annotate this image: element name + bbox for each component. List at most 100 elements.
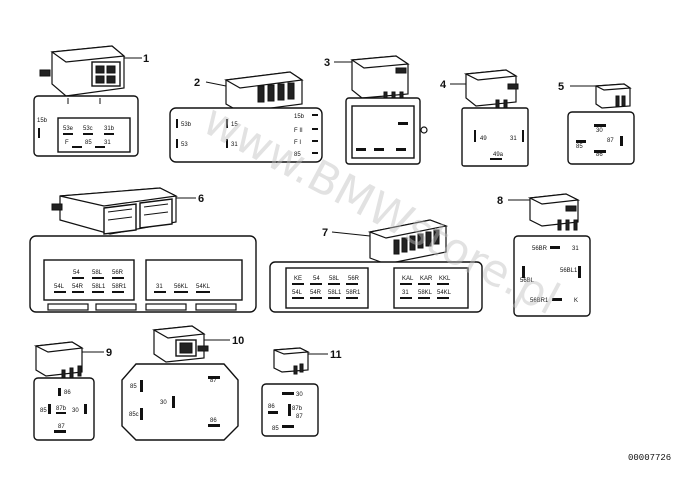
relay-8-body: [508, 193, 581, 231]
relay-7-pin-label: 58L1: [328, 290, 342, 296]
relay-5-pin-label: 30: [596, 128, 603, 134]
relay-9-socket: 86 85 87b 30 87: [33, 377, 95, 441]
relay-2-pin-label: 31: [231, 142, 238, 148]
relay-2-pin-label: F I: [294, 140, 301, 146]
relay-8-number: 8: [497, 195, 503, 207]
relay-10-pin-label: 86: [210, 418, 217, 424]
relay-4-socket: 49 31 49a: [461, 107, 529, 167]
relay-10-pin-label: 85c: [129, 412, 139, 418]
relay-1-number: 1: [143, 53, 149, 65]
relay-3-number: 3: [324, 57, 330, 69]
relay-7-pin-label: 54: [313, 276, 320, 282]
relay-6-socket: 54 58L 56R 54L 54R 58L1 58R1 31 56KL 54K…: [29, 235, 257, 313]
relay-2-pin-label: 53b: [181, 122, 192, 128]
relay-10-number: 10: [232, 335, 244, 347]
relay-1-pin-label: 31b: [104, 126, 115, 132]
relay-6: 6 54 58L 56R 54L 54R 58L1 58R1 31 56KL: [29, 187, 257, 313]
relay-7-pin-label: 56R: [348, 276, 360, 282]
relay-7-pin-label: 54KL: [437, 290, 452, 296]
relay-5-pin-label: 87: [607, 138, 614, 144]
relay-6-pin-label: 31: [156, 284, 163, 290]
relay-5-number: 5: [558, 81, 564, 93]
relay-9-pin-label: 87: [58, 424, 65, 430]
relay-5-pin-label: 86: [596, 152, 603, 158]
relay-8-pin-label: 56BL: [520, 278, 535, 284]
relay-8-pin-label: 56BR: [532, 246, 548, 252]
relay-8-pin-label: 31: [572, 246, 579, 252]
relay-7-socket: KE 54 58L 56R 54L 54R 58L1 58R1 KAL KAR …: [269, 261, 483, 313]
relay-7-pin-label: KAR: [420, 276, 433, 282]
relay-8-pin-label: 56BL1: [560, 268, 578, 274]
relay-9-pin-label: 87b: [56, 406, 67, 412]
relay-8: 8 56BR 31 56BL1 56BL 56BR1 K: [497, 193, 591, 317]
relay-4-pin-label: 49: [480, 136, 487, 142]
relay-1: 1 15b 53e 53c 31b F 85 31: [33, 45, 149, 157]
relay-5-body: [570, 83, 632, 109]
relay-6-body: [51, 187, 196, 235]
relay-7-body: [331, 219, 449, 265]
relay-2-pin-label: 53: [181, 142, 188, 148]
relay-2-pin-label: 15b: [294, 114, 305, 120]
relay-9-pin-label: 86: [64, 390, 71, 396]
relay-4-body: [450, 69, 519, 109]
relay-1-pin-label: 15b: [37, 118, 48, 124]
relay-6-pin-label: 58R1: [112, 284, 127, 290]
relay-4-pin-label: 31: [510, 136, 517, 142]
relay-6-pin-label: 54: [73, 270, 80, 276]
relay-9-number: 9: [106, 347, 112, 359]
relay-7-pin-label: 58R1: [346, 290, 361, 296]
relay-1-pin-label: 53e: [63, 126, 74, 132]
relay-4: 4 49 31 49a: [440, 69, 529, 167]
relay-6-pin-label: 54L: [54, 284, 65, 290]
relay-11-number: 11: [330, 349, 342, 361]
relay-7-pin-label: 58KL: [418, 290, 433, 296]
relay-6-pin-label: 56KL: [174, 284, 189, 290]
relay-7-pin-label: 58L: [329, 276, 340, 282]
relay-10-socket: 87 85 30 85c 86: [121, 363, 239, 441]
relay-8-pin-label: K: [574, 298, 578, 304]
relay-10-pin-label: 30: [160, 400, 167, 406]
relay-2-pin-label: 15: [231, 122, 238, 128]
relay-1-socket: 15b 53e 53c 31b F 85 31: [33, 95, 139, 157]
relay-9-body: [33, 341, 104, 381]
relay-10: 10 87 85 30 85c 86: [121, 325, 244, 441]
relay-8-socket: 56BR 31 56BL1 56BL 56BR1 K: [513, 235, 591, 317]
relay-4-number: 4: [440, 79, 447, 91]
relay-1-pin-label: 85: [85, 140, 92, 146]
document-id: 00007726: [628, 453, 671, 463]
relay-11-pin-label: 85: [272, 426, 279, 432]
relay-3-body: [334, 55, 410, 101]
relay-11-pin-label: 87: [296, 414, 303, 420]
relay-2-number: 2: [194, 77, 200, 89]
relay-9-pin-label: 85: [40, 408, 47, 414]
relay-11-pin-label: 30: [296, 392, 303, 398]
relay-2: 2 53b 15 15b F II 53 31 F I 85: [169, 71, 323, 163]
relay-7-number: 7: [322, 227, 328, 239]
relay-10-pin-label: 85: [130, 384, 137, 390]
relay-11-body: [273, 347, 328, 375]
relay-6-pin-label: 54KL: [196, 284, 211, 290]
relay-6-pin-label: 58L1: [92, 284, 106, 290]
relay-6-number: 6: [198, 193, 204, 205]
relay-7: 7 KE 54 58L 56R 54L 54R 58L1 58R1 KAL KA…: [269, 219, 483, 313]
relay-6-pin-label: 56R: [112, 270, 124, 276]
relay-4-pin-label: 49a: [493, 152, 504, 158]
relay-9: 9 86 85 87b 30 87: [33, 341, 112, 441]
relay-11-pin-label: 86: [268, 404, 275, 410]
relay-11-pin-label: 87b: [292, 406, 303, 412]
relay-7-pin-label: KE: [294, 276, 302, 282]
relay-5-socket: 30 85 87 86: [567, 111, 635, 165]
relay-7-pin-label: KAL: [402, 276, 414, 282]
relay-11-socket: 30 86 87b 87 85: [261, 383, 319, 437]
relay-7-pin-label: KKL: [439, 276, 451, 282]
relay-2-body: [205, 71, 304, 113]
relay-2-pin-label: F II: [294, 128, 303, 134]
relay-6-pin-label: 58L: [92, 270, 103, 276]
relay-5: 5 30 85 87 86: [558, 81, 635, 165]
relay-1-pin-label: F: [65, 140, 69, 146]
relay-10-body: [152, 325, 230, 363]
relay-7-pin-label: 54R: [310, 290, 322, 296]
relay-7-pin-label: 31: [402, 290, 409, 296]
relay-1-body: [39, 45, 142, 97]
